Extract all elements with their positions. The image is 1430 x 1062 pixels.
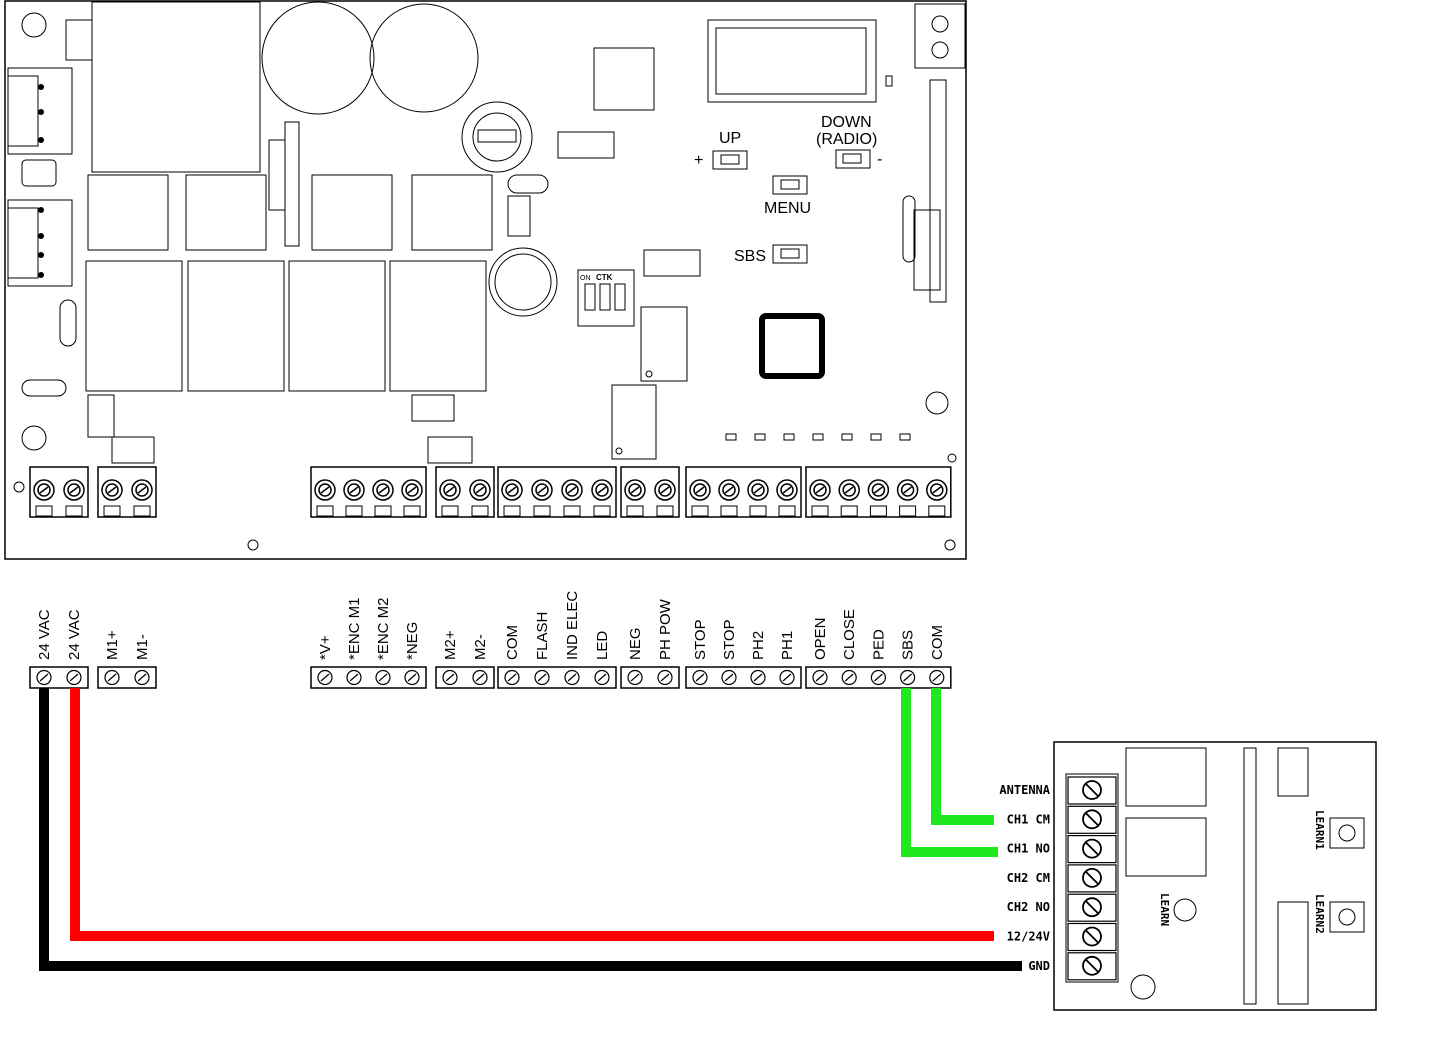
radio-label: (RADIO): [816, 131, 877, 148]
up-label: UP: [719, 130, 741, 147]
dip-on-label: ON: [580, 275, 591, 282]
receiver-terminal-label: ANTENNA: [999, 783, 1050, 797]
receiver-terminal-label: CH1 NO: [1007, 842, 1050, 856]
radio-receiver: LEARN LEARN1 LEARN2 ANTENNA CH1 CM CH1 NO C…: [999, 741, 1377, 1011]
dip-brand-label: CTK: [596, 273, 613, 282]
terminal-label: *ENC M2: [375, 597, 392, 660]
gnd-wire: [39, 688, 1022, 971]
terminal-label: M2+: [442, 630, 459, 660]
power-wire: [70, 688, 994, 941]
terminal-label: FLASH: [534, 612, 551, 660]
terminal-label: PED: [870, 629, 887, 660]
terminal-label: STOP: [721, 619, 738, 660]
sbs-label: SBS: [734, 248, 766, 265]
terminal-label: 24 VAC: [36, 609, 53, 660]
board-terminal-blocks: [29, 466, 952, 518]
learn1-label: LEARN1: [1313, 810, 1326, 850]
menu-button: [772, 175, 808, 195]
terminal-label: M1-: [134, 634, 151, 660]
receiver-terminal-label: CH2 NO: [1007, 900, 1050, 914]
terminal-label: LED: [594, 631, 611, 660]
terminal-label: NEG: [627, 627, 644, 660]
sbs-wire: [901, 688, 998, 857]
minus-label: -: [877, 151, 882, 168]
sbs-button: [772, 244, 808, 264]
receiver-terminal-label: CH1 CM: [1007, 812, 1050, 826]
terminal-label: OPEN: [812, 617, 829, 660]
terminal-label: COM: [504, 625, 521, 660]
terminal-block-lock: [497, 666, 617, 689]
terminal-label: IND ELEC: [564, 591, 581, 660]
terminal-label: M2-: [472, 634, 489, 660]
receiver-terminal-label: CH2 CM: [1007, 871, 1050, 885]
menu-label: MENU: [764, 200, 811, 217]
receiver-terminal-label: 12/24V: [1007, 930, 1050, 944]
terminal-label: M1+: [104, 630, 121, 660]
terminal-label: *ENC M1: [346, 597, 363, 660]
terminal-label: STOP: [692, 619, 709, 660]
terminal-label: COM: [929, 625, 946, 660]
up-button: [712, 150, 748, 170]
learn-label: LEARN: [1158, 893, 1171, 926]
terminal-label: PH1: [779, 631, 796, 660]
com-wire: [931, 688, 994, 825]
terminal-label: PH2: [750, 631, 767, 660]
receiver-terminals: ANTENNA CH1 CM CH1 NO CH2 CM CH2 NO 12/24V GND: [999, 776, 1117, 981]
terminal-strip: 24 VAC 24 VAC M1+ M1- *V+ *ENC M1 *ENC M2 *NEG M…: [29, 591, 952, 689]
down-radio-button: [835, 149, 871, 169]
receiver-terminal-label: GND: [1028, 959, 1050, 973]
terminal-label: 24 VAC: [66, 609, 83, 660]
terminal-label: PH POW: [657, 598, 674, 660]
down-label: DOWN: [821, 114, 872, 131]
terminal-label: CLOSE: [841, 609, 858, 660]
control-board: ON CTK UP + DOWN (RADIO): [4, 0, 967, 560]
terminal-label: *NEG: [404, 622, 421, 660]
terminal-label: SBS: [900, 630, 917, 660]
learn2-label: LEARN2: [1313, 894, 1326, 934]
terminal-label: *V+: [317, 635, 334, 660]
terminal-block-safety: [685, 666, 802, 689]
wires: [39, 688, 1022, 971]
plus-label: +: [694, 152, 703, 169]
terminal-block-encoder: [310, 666, 427, 689]
